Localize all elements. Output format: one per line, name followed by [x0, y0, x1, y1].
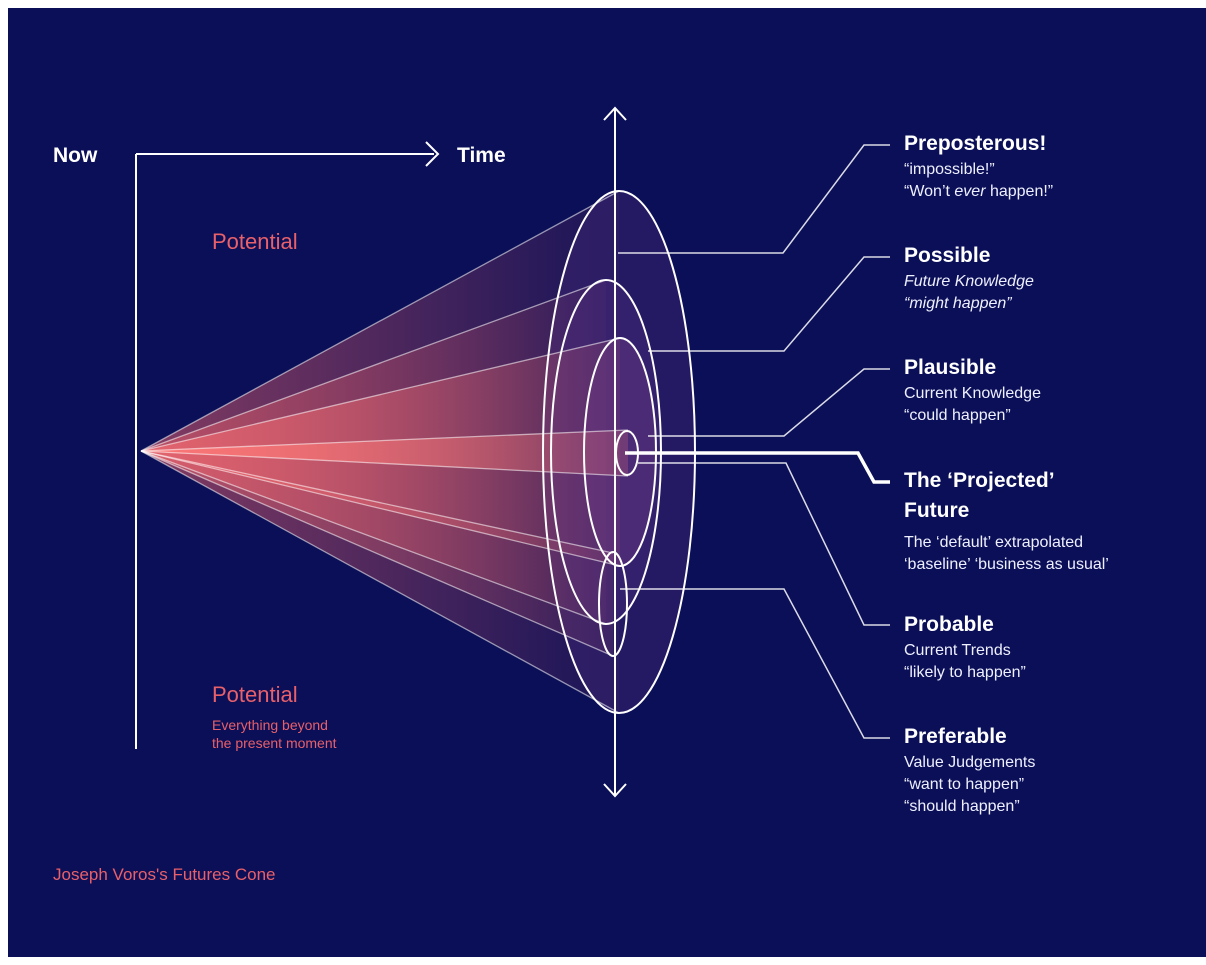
category-title: Preposterous!	[904, 132, 1047, 155]
category-possible: Possible Future Knowledge “might happen”	[904, 241, 1034, 315]
category-preposterous: Preposterous! “impossible!” “Won’t ever …	[904, 129, 1053, 203]
projected-future-line	[625, 451, 890, 484]
category-line1: “impossible!”	[904, 161, 995, 178]
category-line2: ‘baseline’ ‘business as usual’	[904, 556, 1109, 573]
category-line3: “should happen”	[904, 798, 1020, 815]
category-title-line1: The ‘Projected’	[904, 469, 1055, 492]
category-line1: Value Judgements	[904, 754, 1036, 771]
vertical-axis	[603, 106, 627, 798]
category-line2: “likely to happen”	[904, 664, 1026, 681]
cone-rays	[140, 190, 629, 714]
category-title: Possible	[904, 244, 991, 267]
category-title-line2: Future	[904, 499, 970, 522]
category-line2: “might happen”	[904, 295, 1012, 312]
now-label: Now	[53, 144, 98, 167]
category-line1: The ‘default’ extrapolated	[904, 534, 1084, 551]
leader-lines	[618, 144, 890, 739]
category-probable: Probable Current Trends “likely to happe…	[904, 610, 1026, 684]
potential-description: Everything beyond the present moment	[212, 716, 337, 752]
category-plausible: Plausible Current Knowledge “could happe…	[904, 353, 1041, 427]
futures-cone-diagram	[135, 106, 890, 798]
category-line2: “want to happen”	[904, 776, 1025, 793]
category-line2: “Won’t ever happen!”	[904, 183, 1054, 200]
category-preferable: Preferable Value Judgements “want to hap…	[904, 722, 1035, 818]
category-title: Preferable	[904, 725, 1007, 748]
potential-bottom-label: Potential	[212, 682, 298, 707]
futures-cone-panel: Now Time Potential Potential Everything …	[8, 8, 1206, 957]
time-label: Time	[457, 144, 506, 167]
potential-description-line1: Everything beyond	[212, 717, 328, 733]
time-axis	[135, 141, 440, 749]
category-title: Plausible	[904, 356, 997, 379]
category-projected-future: The ‘Projected’ Future The ‘default’ ext…	[904, 466, 1109, 576]
category-line2: “could happen”	[904, 407, 1011, 424]
category-line1: Current Trends	[904, 642, 1011, 659]
diagram-credit: Joseph Voros's Futures Cone	[53, 865, 276, 884]
potential-description-line2: the present moment	[212, 735, 337, 751]
category-title: Probable	[904, 613, 994, 636]
potential-top-label: Potential	[212, 229, 298, 254]
category-line1: Current Knowledge	[904, 385, 1041, 402]
category-line1: Future Knowledge	[904, 273, 1034, 290]
